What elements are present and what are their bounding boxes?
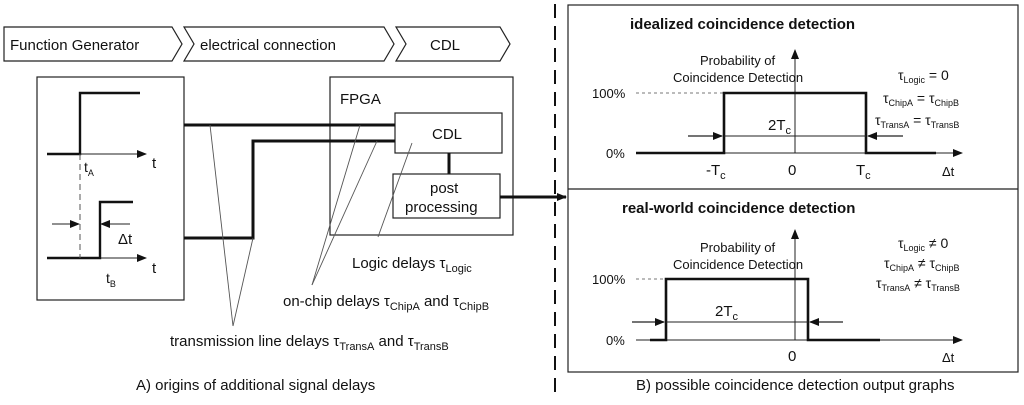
idealized-xlabel: Δt xyxy=(942,164,955,179)
caption-right: B) possible coincidence detection output… xyxy=(636,377,955,394)
caption-left: A) origins of additional signal delays xyxy=(136,377,375,394)
signal-a-plot: t tA xyxy=(47,91,157,178)
idealized-condition-logic: τLogic = 0 xyxy=(898,67,949,85)
idealized-y100-label: 100% xyxy=(592,86,626,101)
fpga-block: FPGA CDL post processing xyxy=(329,76,514,236)
function-generator-box xyxy=(36,76,185,301)
flow-label-function-generator: Function Generator xyxy=(10,37,139,54)
real-world-width-label: 2Tc xyxy=(715,303,739,323)
real-world-condition-chip: τChipA ≠ τChipB xyxy=(884,255,960,273)
idealized-ylabel-line1: Probability of xyxy=(700,53,776,68)
idealized-condition-trans: τTransA = τTransB xyxy=(875,112,959,130)
idealized-tick-tc: Tc xyxy=(856,162,871,182)
signal-b-step xyxy=(47,200,133,260)
pointer-onchip-a xyxy=(311,124,361,286)
idealized-ylabel-line2: Coincidence Detection xyxy=(673,70,803,85)
delay-pointers xyxy=(209,124,413,327)
idealized-title: idealized coincidence detection xyxy=(630,16,855,33)
real-world-graph: real-world coincidence detection Probabi… xyxy=(592,200,963,365)
idealized-tick-minus-tc: -Tc xyxy=(706,162,726,182)
post-processing-label-line1: post xyxy=(430,180,459,197)
real-world-title: real-world coincidence detection xyxy=(622,200,855,217)
t-b-label: tB xyxy=(106,270,116,289)
idealized-y0-label: 0% xyxy=(606,146,625,161)
real-world-y100-label: 100% xyxy=(592,272,626,287)
pointer-logic-delay xyxy=(377,142,413,238)
fpga-box xyxy=(329,76,514,236)
idealized-response-curve xyxy=(636,91,936,155)
real-world-condition-logic: τLogic ≠ 0 xyxy=(898,235,949,253)
t-a-label: tA xyxy=(84,159,94,178)
pointer-onchip-b xyxy=(311,140,378,286)
real-world-ylabel-line2: Coincidence Detection xyxy=(673,257,803,272)
signal-a-step xyxy=(47,91,140,156)
idealized-condition-chip: τChipA = τChipB xyxy=(883,90,959,108)
signal-b-plot: Δt t tB xyxy=(47,154,157,289)
wire-signal-b xyxy=(184,139,395,240)
pointer-transmission-a xyxy=(209,124,234,327)
cdl-box-label: CDL xyxy=(432,126,462,143)
real-world-ylabel-line1: Probability of xyxy=(700,240,776,255)
post-processing-box xyxy=(392,173,501,219)
flow-label-electrical-connection: electrical connection xyxy=(200,37,336,54)
post-processing-label-line2: processing xyxy=(405,199,478,216)
flow-stage-cdl xyxy=(394,26,511,62)
real-world-response-curve xyxy=(650,277,880,342)
transmission-delay-label: transmission line delays τTransA and τTr… xyxy=(170,333,449,353)
real-world-xlabel: Δt xyxy=(942,350,955,365)
logic-delay-label: Logic delays τLogic xyxy=(352,255,472,275)
signal-a-axis-label: t xyxy=(152,155,157,172)
idealized-graph: idealized coincidence detection Probabil… xyxy=(592,16,963,182)
process-flow: Function Generator electrical connection… xyxy=(3,26,511,62)
idealized-tick-zero: 0 xyxy=(788,162,796,179)
signal-b-axis-label: t xyxy=(152,260,157,277)
idealized-width-label: 2Tc xyxy=(768,117,792,137)
flow-label-cdl: CDL xyxy=(430,37,460,54)
onchip-delay-label: on-chip delays τChipA and τChipB xyxy=(283,293,489,313)
delta-t-label: Δt xyxy=(118,231,133,248)
flow-stage-function-generator xyxy=(3,26,183,62)
fpga-label: FPGA xyxy=(340,91,381,108)
pointer-transmission-b xyxy=(232,237,254,327)
cdl-box xyxy=(394,112,503,154)
flow-stage-electrical-connection xyxy=(182,26,395,62)
real-world-y0-label: 0% xyxy=(606,333,625,348)
real-world-tick-zero: 0 xyxy=(788,348,796,365)
real-world-condition-trans: τTransA ≠ τTransB xyxy=(876,275,960,293)
